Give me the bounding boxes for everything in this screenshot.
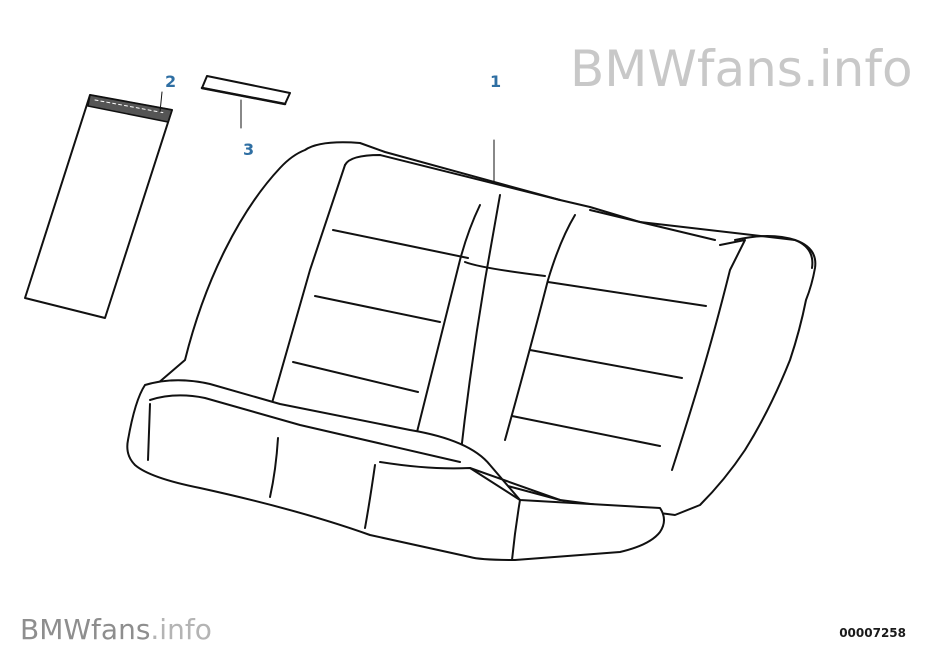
part-1-rear-seat bbox=[126, 141, 817, 561]
leader-line-2 bbox=[159, 91, 163, 113]
callout-3: 3 bbox=[243, 140, 255, 159]
part-3-trim-strip bbox=[200, 75, 291, 129]
callout-1: 1 bbox=[490, 72, 502, 91]
watermark-top-suffix: .info bbox=[802, 40, 913, 98]
watermark-top-brand: BMWfans bbox=[570, 40, 803, 98]
watermark-bottom-suffix: .info bbox=[150, 613, 212, 646]
watermark-bottom-brand: BMWfans bbox=[20, 613, 151, 646]
watermark-bottom: BMWfans.info bbox=[20, 613, 212, 646]
watermark-top: BMWfans.info bbox=[570, 40, 913, 98]
document-number: 00007258 bbox=[839, 626, 906, 640]
part-2-cover-panel bbox=[24, 94, 173, 319]
callout-2: 2 bbox=[165, 72, 177, 91]
